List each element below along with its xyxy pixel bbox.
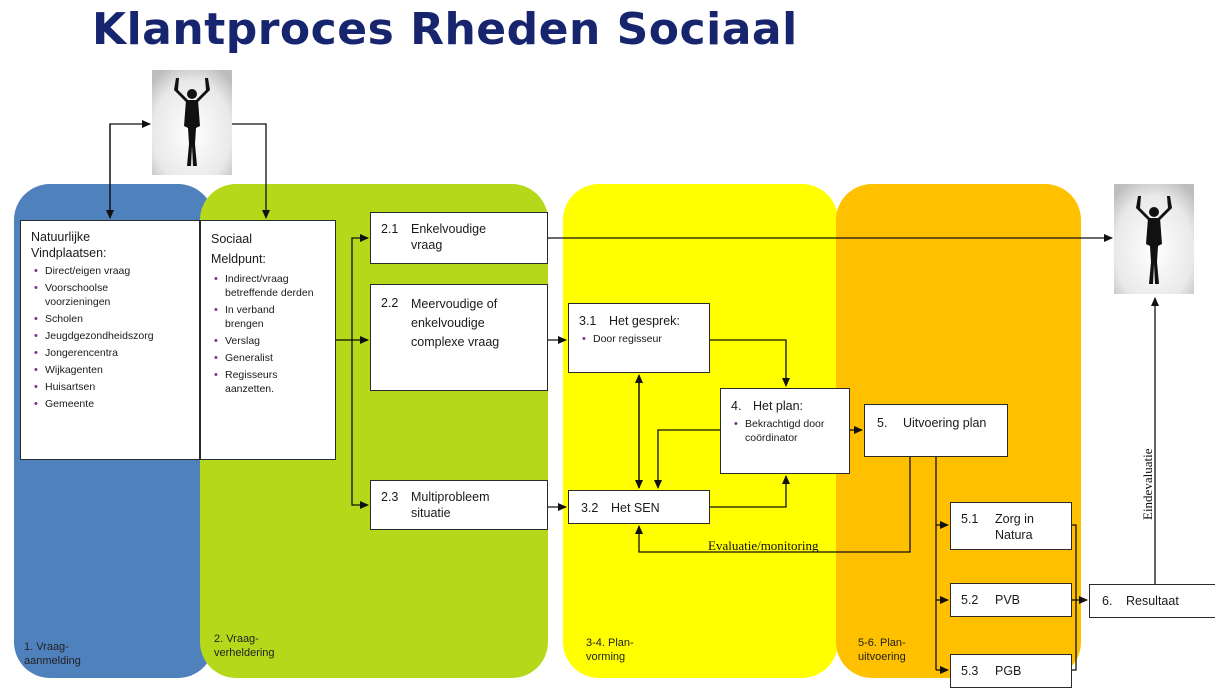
list-item: Gemeente xyxy=(34,397,189,411)
client-figure-end xyxy=(1114,184,1194,294)
box-4: 4. Het plan: Bekrachtigd door coördinator xyxy=(720,388,850,474)
list-item: Bekrachtigd door coördinator xyxy=(734,417,825,445)
box-label: Resultaat xyxy=(1126,594,1179,608)
list-item: Jeugdgezondheidszorg xyxy=(34,329,189,343)
arrow-to-2-3 xyxy=(351,340,369,509)
box-label: Het plan: xyxy=(753,399,804,413)
box-number: 5.3 xyxy=(961,664,979,678)
box-label: Meervoudige of enkelvoudige complexe vra… xyxy=(411,297,500,349)
list-item: Voorschoolse voorzieningen xyxy=(34,281,155,309)
list-item: Generalist xyxy=(214,351,325,365)
list-item: Huisartsen xyxy=(34,380,189,394)
list-item: Direct/eigen vraag xyxy=(34,264,189,278)
box-number: 6. xyxy=(1102,594,1113,608)
box-5-2: 5.2 PVB xyxy=(950,583,1072,617)
box-5: 5. Uitvoering plan xyxy=(864,404,1008,457)
box-label: Het gesprek: xyxy=(609,314,680,328)
arrow-3-1-to-plan xyxy=(710,339,790,387)
list-item: Indirect/vraag betreffende derden xyxy=(214,272,315,300)
arrow-plan-to-3-2 xyxy=(654,429,720,489)
list-item: Regisseurs aanzetten. xyxy=(214,368,305,396)
box-label: Zorg in Natura xyxy=(995,512,1034,542)
eindevaluatie-label: Eindevaluatie xyxy=(1140,448,1155,520)
arrow-evaluatie-to-3-2 xyxy=(635,457,911,553)
box-label: PGB xyxy=(995,664,1022,678)
phase-1-label: 1. Vraag- aanmelding xyxy=(24,641,81,667)
arrow-to-2-1 xyxy=(351,234,369,340)
box-label: Enkelvoudige vraag xyxy=(411,222,487,252)
evaluatie-monitoring-label: Evaluatie/monitoring xyxy=(708,538,819,553)
box-2-2: 2.2 Meervoudige of enkelvoudige complexe … xyxy=(370,284,548,391)
box-number: 5. xyxy=(877,416,888,430)
arrow-5-3-to-6 xyxy=(1072,600,1077,671)
list-item: Verslag xyxy=(214,334,325,348)
list-item: Wijkagenten xyxy=(34,363,189,377)
box-number: 3.2 xyxy=(581,501,599,515)
box-sociaal-meldpunt: Sociaal Meldpunt: Indirect/vraag betreff… xyxy=(200,220,336,460)
box-6: 6. Resultaat xyxy=(1089,584,1215,618)
box-label: Multiprobleem situatie xyxy=(411,490,490,520)
meldpunt-title: Sociaal Meldpunt: xyxy=(211,232,266,266)
box-number: 3.1 xyxy=(579,314,597,328)
box-2-3: 2.3 Multiprobleem situatie xyxy=(370,480,548,530)
vindplaatsen-title: Natuurlijke Vindplaatsen: xyxy=(31,230,107,260)
box-number: 2.1 xyxy=(381,222,399,236)
list-item: Jongerencentra xyxy=(34,346,189,360)
box-3-1: 3.1 Het gesprek: Door regisseur xyxy=(568,303,710,373)
box-number: 4. xyxy=(731,399,742,413)
box-number: 5.1 xyxy=(961,512,979,526)
box-3-2: 3.2 Het SEN xyxy=(568,490,710,524)
list-item: In verband brengen xyxy=(214,303,295,331)
box-5-1: 5.1 Zorg in Natura xyxy=(950,502,1072,550)
client-figure-start xyxy=(152,70,232,175)
list-item: Door regisseur xyxy=(582,332,699,346)
box-number: 2.3 xyxy=(381,490,399,504)
phase-2-label: 2. Vraag- verheldering xyxy=(214,633,275,659)
list-item: Scholen xyxy=(34,312,189,326)
box-2-1: 2.1 Enkelvoudige vraag xyxy=(370,212,548,264)
box-natuurlijke-vindplaatsen: Natuurlijke Vindplaatsen: Direct/eigen v… xyxy=(20,220,200,460)
arrow-vindplaatsen-to-figure xyxy=(109,120,151,218)
box-label: Uitvoering plan xyxy=(903,416,987,430)
arrow-5-1-to-6 xyxy=(1072,524,1077,600)
box-label: Het SEN xyxy=(611,501,660,515)
page-title: Klantproces Rheden Sociaal xyxy=(92,4,798,55)
phase-3-label: 3-4. Plan- vorming xyxy=(586,637,634,663)
arrow-3-2-to-plan xyxy=(710,475,790,508)
box-number: 2.2 xyxy=(381,296,399,310)
box-number: 5.2 xyxy=(961,593,979,607)
box-label: PVB xyxy=(995,593,1021,607)
phase-4-label: 5-6. Plan- uitvoering xyxy=(858,637,906,663)
arrow-figure-to-meldpunt xyxy=(232,123,270,219)
